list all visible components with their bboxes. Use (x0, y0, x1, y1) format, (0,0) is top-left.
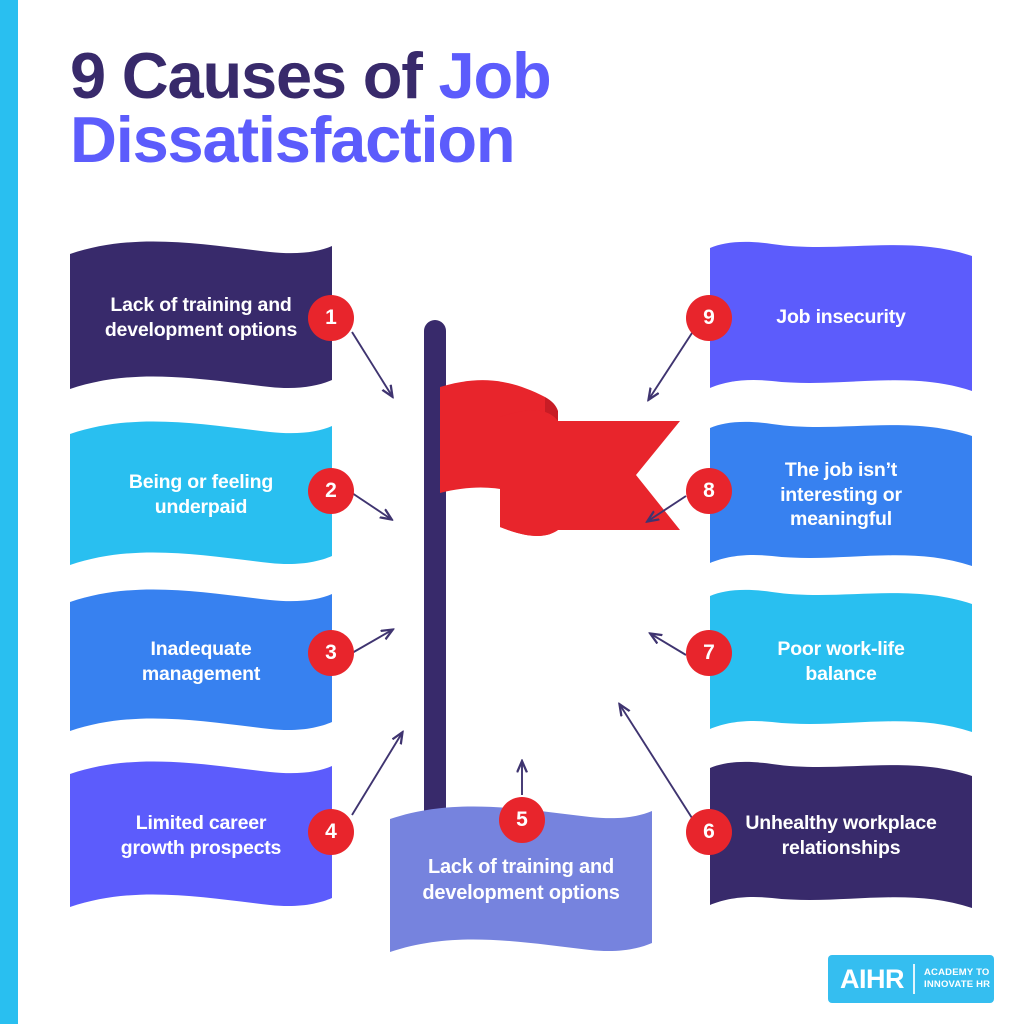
badge-4-number: 4 (325, 820, 337, 843)
badge-6[interactable]: 6 (686, 809, 732, 855)
logo-tagline: ACADEMY TO INNOVATE HR (924, 967, 990, 991)
banner-7-label: Poor work-life balance (777, 638, 905, 685)
banner-2[interactable]: Being or feeling underpaid (70, 420, 332, 570)
badge-3[interactable]: 3 (308, 630, 354, 676)
banner-3[interactable]: Inadequate management (70, 588, 332, 736)
left-accent-bar (0, 0, 18, 1024)
badge-2-number: 2 (325, 479, 337, 502)
arrow-2 (351, 492, 391, 519)
title-line1-dark: 9 Causes of (70, 39, 439, 112)
banner-1-label: Lack of training and development options (104, 293, 298, 341)
badge-7[interactable]: 7 (686, 630, 732, 676)
badge-4[interactable]: 4 (308, 809, 354, 855)
badge-8-number: 8 (703, 479, 715, 502)
banner-5-label: Lack of training and development options (422, 856, 620, 904)
badge-7-number: 7 (703, 641, 715, 664)
logo-tagline-line2: INNOVATE HR (924, 979, 991, 990)
arrow-3 (351, 630, 392, 654)
arrow-1 (351, 331, 392, 396)
badge-8[interactable]: 8 (686, 468, 732, 514)
badge-3-number: 3 (325, 641, 337, 664)
banner-3-label: Inadequate management (141, 638, 261, 685)
badge-2[interactable]: 2 (308, 468, 354, 514)
page-title: 9 Causes of Job Dissatisfaction (70, 43, 710, 172)
badge-5-number: 5 (516, 808, 528, 831)
badge-6-number: 6 (703, 820, 715, 843)
arrow-7 (651, 634, 687, 656)
banner-6-label: Unhealthy workplace relationships (745, 812, 937, 859)
banner-5[interactable]: Lack of training and development options (390, 805, 652, 957)
title-line2-accent: Dissatisfaction (70, 102, 516, 176)
banner-8-label: The job isn’t interesting or meaningful (780, 458, 902, 531)
banner-6[interactable]: Unhealthy workplace relationships (710, 760, 972, 912)
arrow-6 (620, 705, 693, 819)
badge-1[interactable]: 1 (308, 295, 354, 341)
banner-2-label: Being or feeling underpaid (128, 471, 274, 518)
logo-tagline-line1: ACADEMY TO (924, 967, 990, 979)
title-line1-accent: Job (438, 39, 552, 112)
arrow-4 (351, 733, 402, 816)
banner-1[interactable]: Lack of training and development options (70, 240, 332, 395)
logo-divider (913, 964, 915, 994)
badge-9-number: 9 (703, 306, 715, 329)
badge-5[interactable]: 5 (499, 797, 545, 843)
aihr-logo[interactable]: AIHR ACADEMY TO INNOVATE HR (828, 955, 994, 1003)
red-flag-icon (440, 375, 680, 575)
banner-4-label: Limited career growth prospects (120, 812, 282, 859)
logo-wordmark: AIHR (840, 963, 905, 994)
banner-8[interactable]: The job isn’t interesting or meaningful (710, 420, 972, 570)
badge-9[interactable]: 9 (686, 295, 732, 341)
banner-9-label: Job insecurity (776, 306, 906, 329)
badge-1-number: 1 (325, 306, 337, 329)
banner-7[interactable]: Poor work-life balance (710, 588, 972, 736)
banner-4[interactable]: Limited career growth prospects (70, 760, 332, 912)
banner-9[interactable]: Job insecurity (710, 240, 972, 395)
